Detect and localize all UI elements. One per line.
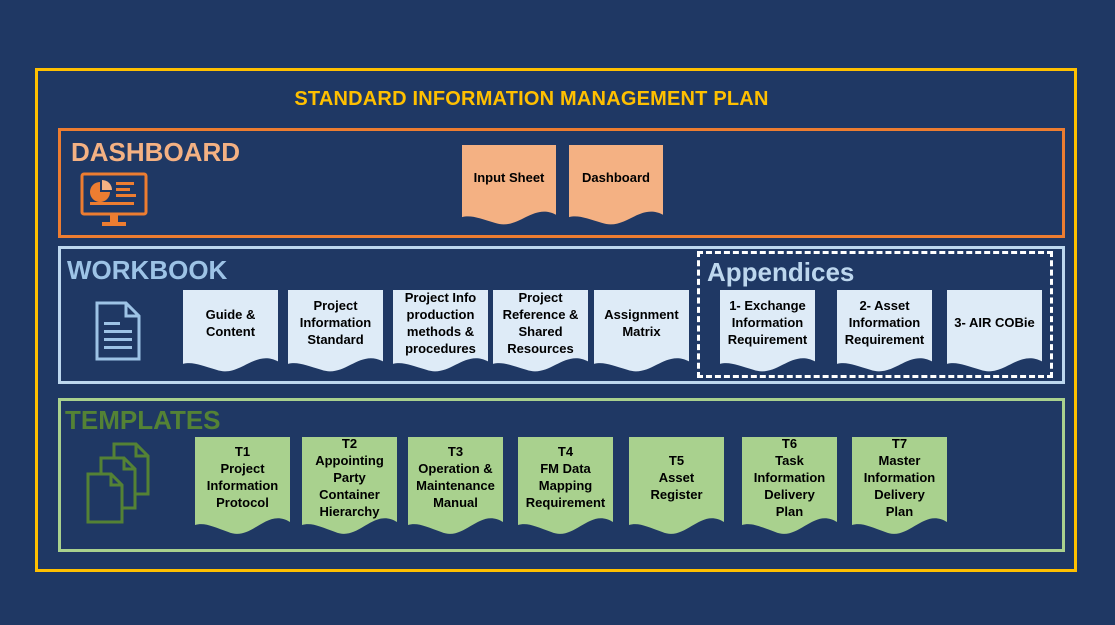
doc-assignment-matrix[interactable]: Assignment Matrix <box>594 290 689 374</box>
doc-label: Guide & Content <box>205 307 256 339</box>
appendices-box: Appendices <box>697 251 1053 378</box>
doc-project-information-standard[interactable]: Project Information Standard <box>288 290 383 374</box>
doc-label: 3- AIR COBie <box>954 315 1035 330</box>
doc-label: T6 Task Information Delivery Plan <box>753 436 826 519</box>
doc-t2[interactable]: T2 Appointing Party Container Hierarchy <box>302 436 397 537</box>
doc-label: T1 Project Information Protocol <box>206 444 279 510</box>
templates-label: TEMPLATES <box>65 405 221 435</box>
workbook-label: WORKBOOK <box>67 255 228 285</box>
doc-label: 2- Asset Information Requirement <box>844 298 925 347</box>
dashboard-label: DASHBOARD <box>71 137 240 167</box>
doc-label: Assignment Matrix <box>604 307 679 339</box>
doc-label: T7 Master Information Delivery Plan <box>863 436 936 519</box>
monitor-chart-icon <box>80 172 148 226</box>
doc-label: T4 FM Data Mapping Requirement <box>525 444 606 510</box>
doc-t1[interactable]: T1 Project Information Protocol <box>195 437 290 537</box>
doc-label: Project Info production methods & proced… <box>404 290 477 356</box>
doc-label: T2 Appointing Party Container Hierarchy <box>315 436 384 519</box>
doc-label: Project Information Standard <box>299 298 372 347</box>
appendices-label: Appendices <box>707 257 855 287</box>
doc-input-sheet[interactable]: Input Sheet <box>462 145 556 227</box>
doc-t5[interactable]: T5 Asset Register <box>629 437 724 537</box>
workbook-section: WORKBOOK <box>58 246 1065 384</box>
outer-frame <box>35 68 1077 572</box>
doc-label: Dashboard <box>582 170 650 185</box>
doc-air-cobie[interactable]: 3- AIR COBie <box>947 290 1042 374</box>
multiple-documents-icon <box>86 442 150 524</box>
doc-label: Input Sheet <box>473 170 545 185</box>
doc-label: 1- Exchange Information Requirement <box>727 298 808 347</box>
dashboard-section: DASHBOARD <box>58 128 1065 238</box>
doc-t7[interactable]: T7 Master Information Delivery Plan <box>852 436 947 537</box>
doc-t4[interactable]: T4 FM Data Mapping Requirement <box>518 437 613 537</box>
templates-section: TEMPLATES <box>58 398 1065 552</box>
page-title: STANDARD INFORMATION MANAGEMENT PLAN <box>294 88 769 110</box>
doc-label: Project Reference & Shared Resources <box>502 290 579 356</box>
doc-t6[interactable]: T6 Task Information Delivery Plan <box>742 436 837 537</box>
doc-project-reference[interactable]: Project Reference & Shared Resources <box>493 290 588 374</box>
doc-asset-information-requirement[interactable]: 2- Asset Information Requirement <box>837 290 932 374</box>
doc-label: T5 Asset Register <box>650 453 703 502</box>
doc-label: T3 Operation & Maintenance Manual <box>416 444 495 510</box>
doc-exchange-information-requirement[interactable]: 1- Exchange Information Requirement <box>720 290 815 374</box>
doc-guide-content[interactable]: Guide & Content <box>183 290 278 374</box>
doc-t3[interactable]: T3 Operation & Maintenance Manual <box>408 437 503 537</box>
document-icon <box>95 301 141 361</box>
doc-dashboard[interactable]: Dashboard <box>569 145 663 227</box>
doc-project-info-production[interactable]: Project Info production methods & proced… <box>393 290 488 374</box>
